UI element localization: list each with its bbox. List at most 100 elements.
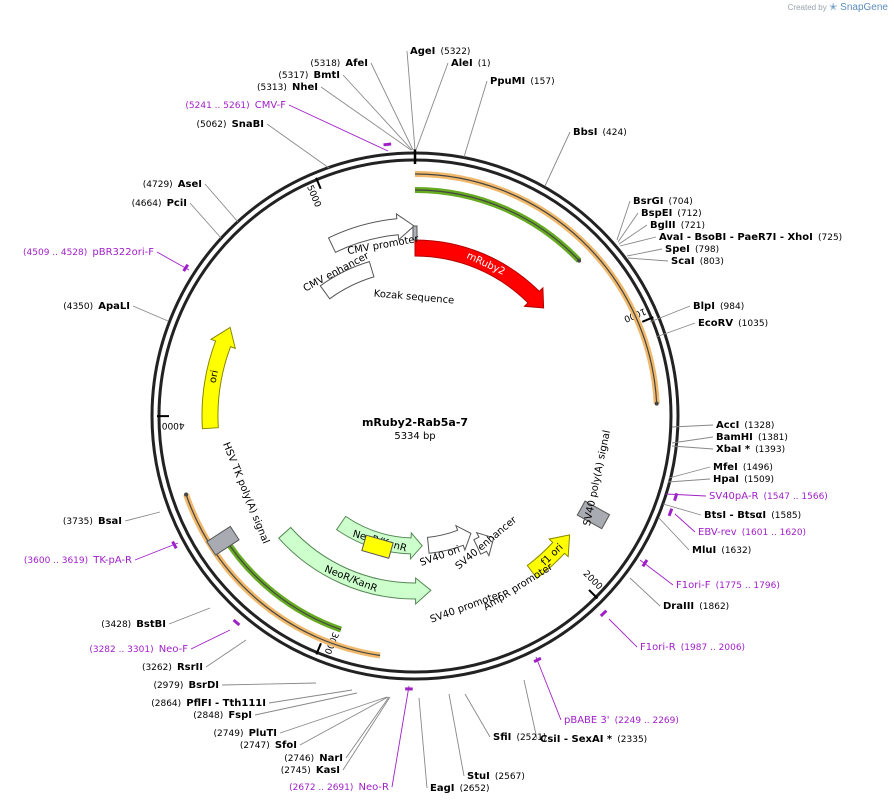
site-label: AvaI - BsoBI - PaeR7I - XhoI (725): [659, 225, 842, 244]
site-name: SfiI: [493, 732, 511, 743]
primer-label: pBABE 3' (2249 .. 2269): [564, 708, 679, 727]
tick-mark: [315, 642, 322, 655]
tick-label: 2000: [581, 569, 604, 592]
tick-mark: [588, 589, 599, 600]
site-name: ApaLI: [98, 301, 130, 312]
site-position: (5317): [278, 71, 308, 81]
site-leader: [626, 248, 663, 257]
primer-leader: [665, 493, 707, 497]
feature-box-group: [576, 500, 611, 530]
site-leader: [463, 80, 488, 158]
site-position: (4729): [143, 180, 173, 190]
site-leader: [627, 257, 669, 262]
site-name: CsiI - SexAI *: [540, 734, 613, 745]
primer-site-mark: [171, 540, 178, 550]
feature-box: [206, 525, 240, 556]
primer-name: SV40pA-R: [709, 491, 758, 502]
site-name: BtsI - BtsαI: [704, 510, 766, 521]
primer-label: F1ori-F (1775 .. 1796): [676, 573, 780, 592]
tick-mark: [315, 177, 322, 190]
plasmid-name: mRuby2-Rab5a-7: [362, 416, 468, 429]
site-name: MfeI: [713, 462, 738, 473]
snapgene-logo: ✭ SnapGene: [829, 2, 888, 13]
site-name: MluI: [692, 545, 716, 556]
site-position: (798): [695, 245, 719, 255]
site-label: (4350) ApaLI: [63, 294, 130, 313]
site-leader: [671, 436, 714, 444]
site-position: (704): [669, 197, 693, 207]
feature-arrow-label: ori: [208, 369, 221, 384]
site-label: (3262) RsrII: [142, 655, 203, 674]
feature-box-group: [361, 534, 394, 559]
feature-box: [361, 534, 394, 559]
snapgene-credit: Created by ✭ SnapGene: [788, 2, 888, 13]
site-position: (2652): [460, 784, 490, 794]
primer-site-mark: [673, 492, 679, 502]
credit-prefix: Created by: [787, 3, 827, 12]
site-name: BspEI: [641, 208, 672, 219]
site-label: (5318) AfeI: [310, 51, 368, 70]
site-name: BsaI: [98, 516, 122, 527]
site-label: (4664) PciI: [132, 191, 187, 210]
site-label: (4729) AseI: [143, 172, 202, 191]
site-position: (424): [603, 128, 627, 138]
site-position: (1862): [699, 602, 729, 612]
feature-arrow: [526, 534, 571, 580]
site-position: (2746): [284, 754, 314, 764]
site-leader: [204, 183, 239, 223]
site-name: BamHI: [716, 432, 753, 443]
overlay-end-marker: [184, 492, 189, 497]
primer-name: pBABE 3': [564, 715, 610, 726]
primer-leader: [674, 513, 696, 533]
site-label: (3735) BsaI: [63, 509, 122, 528]
site-leader: [299, 696, 389, 746]
site-label: XbaI * (1393): [716, 437, 785, 456]
site-label: MfeI (1496): [713, 455, 773, 474]
primer-site-mark: [533, 656, 542, 664]
site-leader: [448, 693, 465, 777]
site-position: (1381): [758, 433, 788, 443]
site-position: (2567): [495, 772, 525, 782]
site-name: BglII: [650, 220, 676, 231]
site-name: BsrGI: [633, 196, 663, 207]
site-name: EcoRV: [698, 318, 733, 329]
site-position: (2979): [153, 681, 183, 691]
primer-position: (2672 .. 2691): [289, 783, 353, 793]
site-leader: [671, 424, 714, 428]
site-leader: [616, 200, 631, 241]
feature-boxes: [206, 225, 611, 559]
primer-site-mark: [383, 142, 392, 147]
site-label: (2749) PluTI: [214, 721, 277, 740]
site-position: (2745): [281, 766, 311, 776]
primer-position: (1601 .. 1620): [742, 528, 806, 538]
site-label: BglII (721): [650, 213, 705, 232]
feature-label: AmpR promoter: [482, 561, 556, 613]
tick-label: 4000: [161, 420, 184, 430]
feature-label: Kozak sequence: [373, 289, 454, 307]
site-name: NarI: [319, 753, 343, 764]
site-position: (3262): [142, 663, 172, 673]
feature-arrow: [426, 524, 472, 554]
site-label: BsrGI (704): [633, 189, 693, 208]
site-name: XbaI *: [716, 444, 751, 455]
site-position: (4350): [63, 302, 93, 312]
site-label: (3428) BstBI: [101, 612, 166, 631]
site-leader: [671, 445, 714, 450]
site-label: (2848) FspI: [193, 703, 252, 722]
site-label: (2745) KasI: [281, 758, 340, 777]
site-leader: [221, 682, 317, 686]
site-label: SpeI (798): [665, 237, 719, 256]
primer-position: (5241 .. 5261): [185, 101, 249, 111]
site-leader: [418, 697, 428, 789]
site-name: NheI: [292, 82, 318, 93]
site-label: CsiI - SexAI * (2335): [540, 727, 647, 746]
site-leader: [544, 131, 571, 187]
site-label: MluI (1632): [692, 538, 751, 557]
site-name: SpeI: [665, 244, 690, 255]
primer-labels: (5241 .. 5261) CMV-F(4509 .. 4528) pBR32…: [23, 100, 828, 793]
primer-site-mark: [232, 618, 241, 627]
site-leader: [658, 517, 690, 551]
site-leader: [342, 74, 413, 151]
site-name: BmtI: [313, 70, 340, 81]
